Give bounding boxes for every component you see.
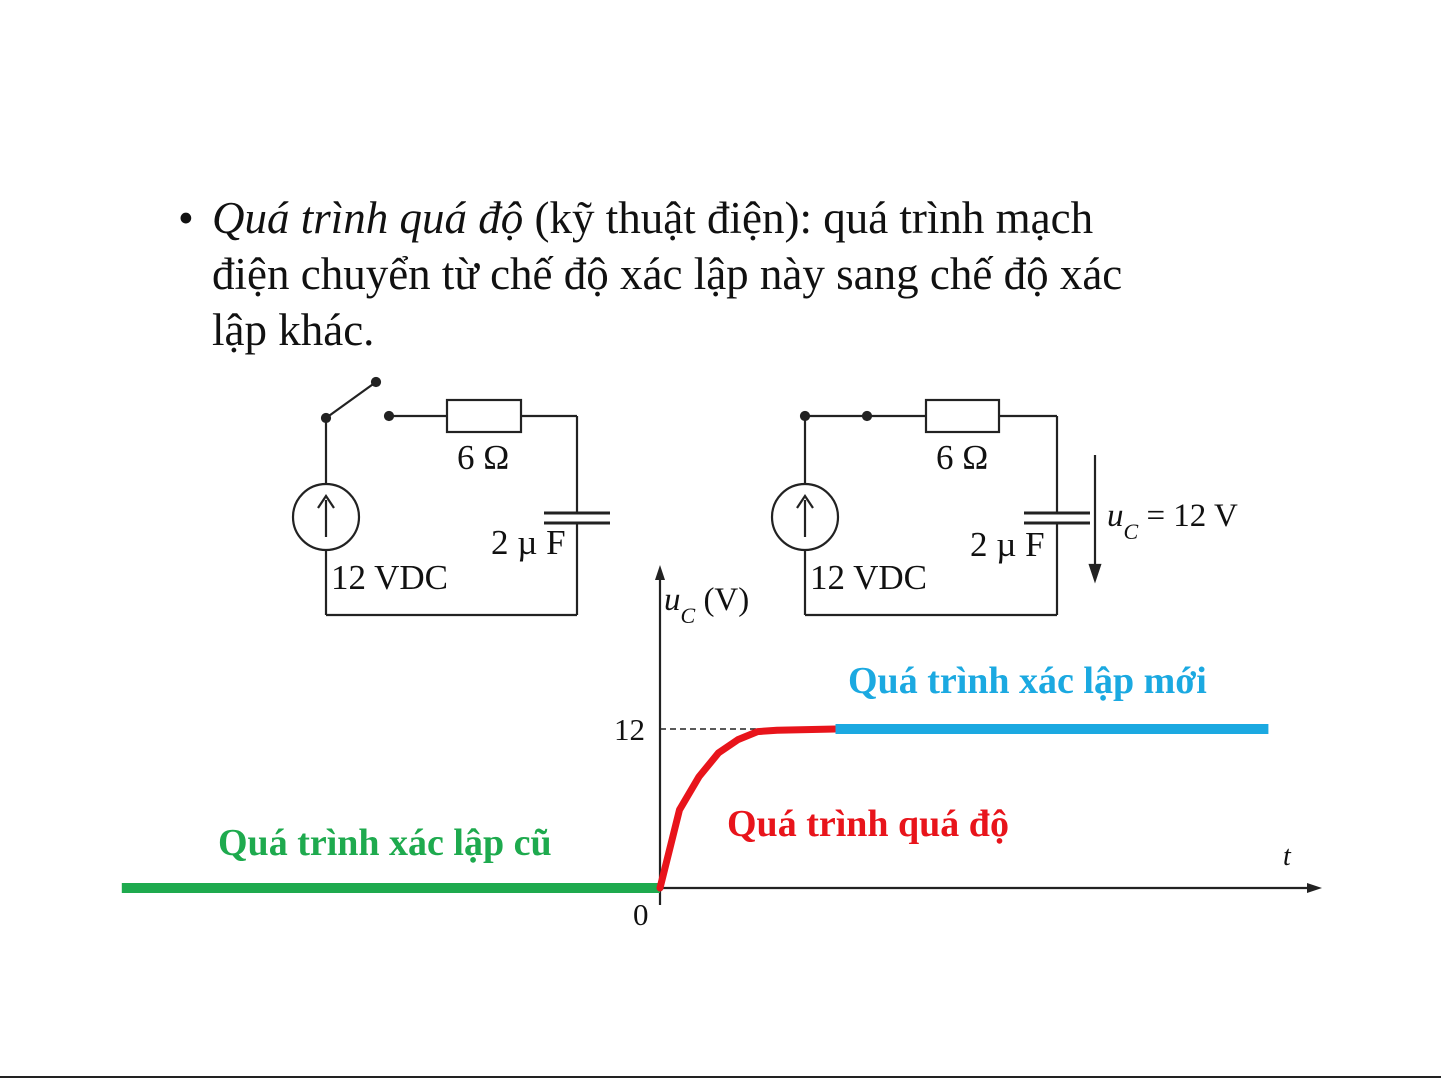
y-axis-label-symbol: u bbox=[664, 582, 681, 618]
label-transient: Quá trình quá độ bbox=[727, 803, 1009, 845]
x-axis-arrow bbox=[1307, 883, 1322, 893]
right-node-switch bbox=[863, 412, 871, 420]
slide-bottom-border bbox=[0, 1076, 1441, 1078]
left-switch-contact bbox=[385, 412, 393, 420]
right-capacitor-label: 2 µ F bbox=[970, 525, 1045, 564]
chart: uC (V) t 12 0 Quá trình xác lập mới Quá … bbox=[122, 565, 1322, 932]
left-source-label: 12 VDC bbox=[331, 558, 448, 597]
left-switch-blade bbox=[326, 382, 376, 418]
y-tick-0: 0 bbox=[633, 897, 649, 932]
y-axis-label-unit: (V) bbox=[695, 582, 749, 618]
left-resistor bbox=[447, 400, 521, 432]
left-capacitor-label: 2 µ F bbox=[491, 523, 566, 562]
right-voltage-value: = 12 V bbox=[1138, 498, 1238, 534]
y-axis-label: uC (V) bbox=[664, 582, 749, 628]
y-tick-12: 12 bbox=[614, 712, 645, 747]
right-voltage-arrow-head bbox=[1090, 565, 1100, 580]
label-old-steady-state: Quá trình xác lập cũ bbox=[218, 822, 552, 864]
right-voltage-label: uC = 12 V bbox=[1107, 498, 1238, 544]
right-resistor-label: 6 Ω bbox=[936, 438, 988, 477]
label-new-steady-state: Quá trình xác lập mới bbox=[848, 660, 1207, 702]
left-resistor-label: 6 Ω bbox=[457, 438, 509, 477]
left-switch-tip bbox=[372, 378, 380, 386]
x-axis-label: t bbox=[1283, 841, 1292, 872]
right-resistor bbox=[926, 400, 999, 432]
y-axis-label-subscript: C bbox=[681, 603, 696, 628]
right-voltage-subscript: C bbox=[1124, 519, 1139, 544]
y-axis-arrow bbox=[655, 565, 665, 580]
right-voltage-symbol: u bbox=[1107, 498, 1124, 534]
right-source-label: 12 VDC bbox=[810, 558, 927, 597]
left-switch-pivot bbox=[322, 414, 330, 422]
right-node-left bbox=[801, 412, 809, 420]
